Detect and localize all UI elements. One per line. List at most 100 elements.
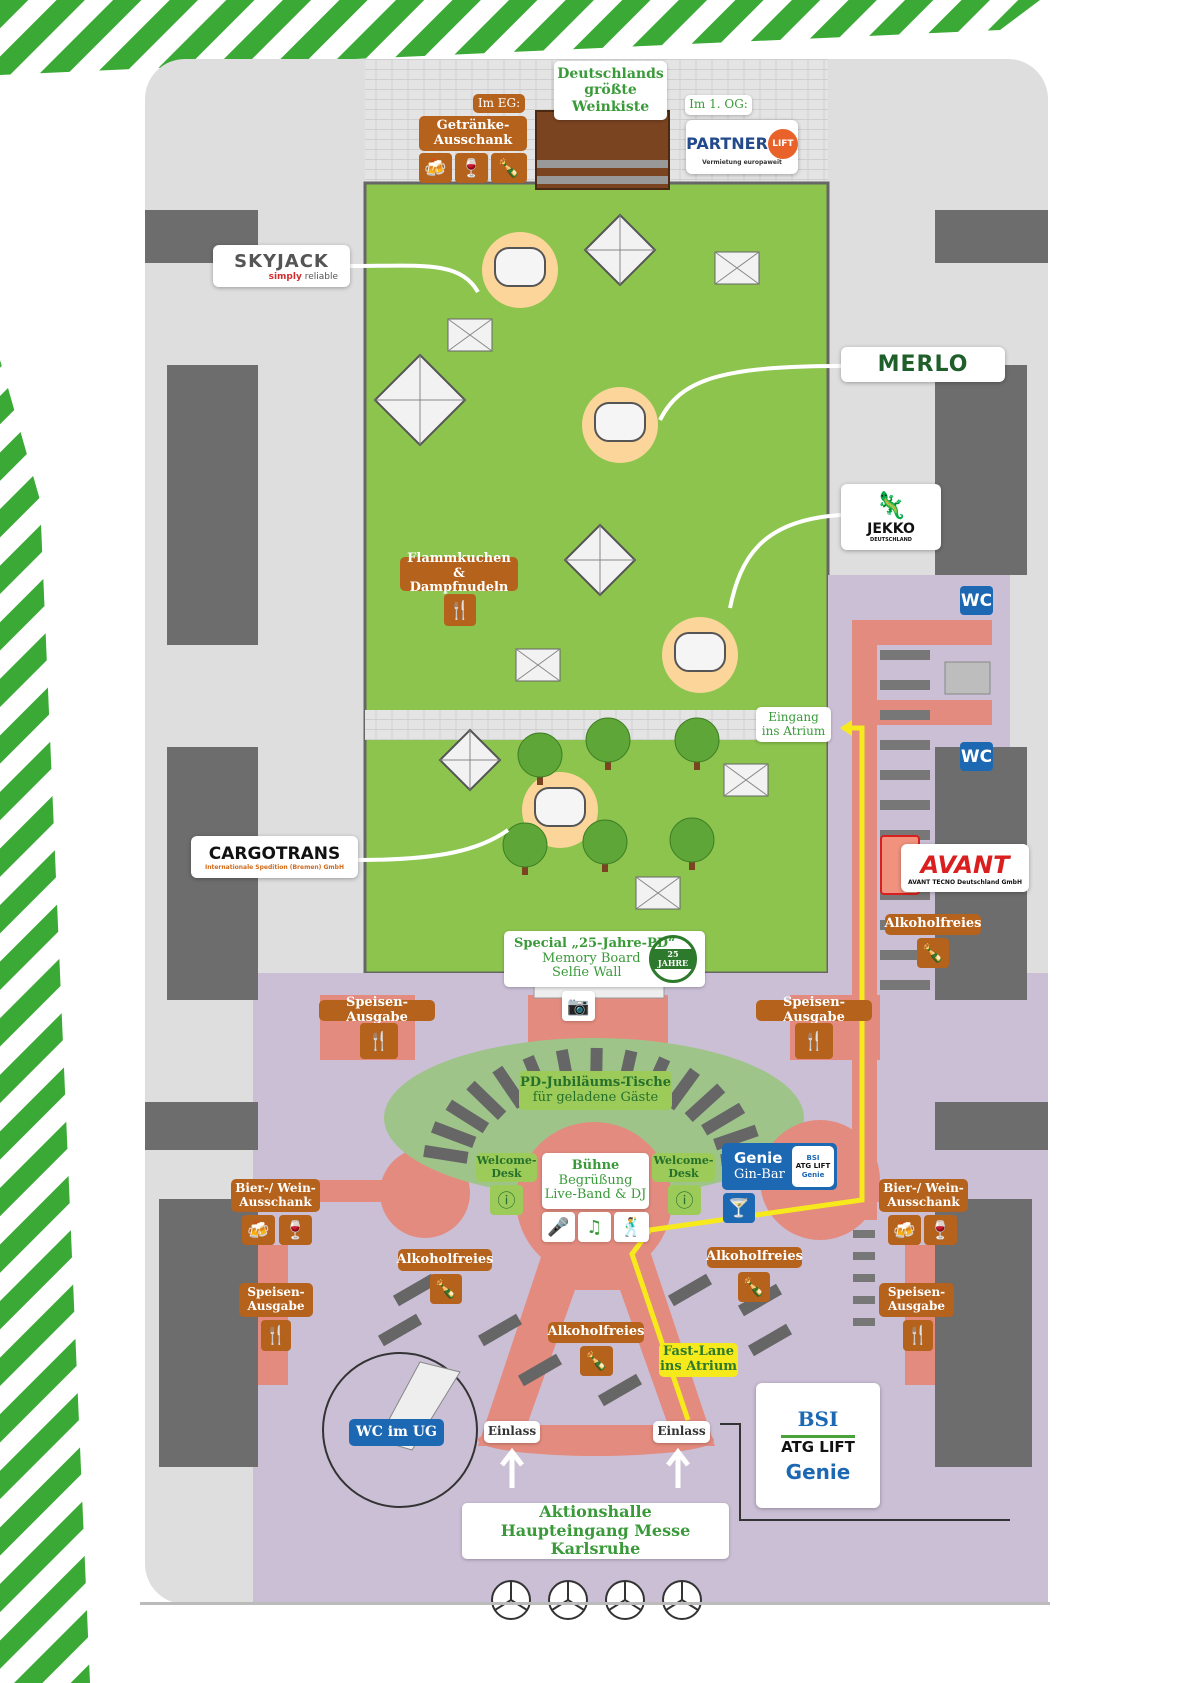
table xyxy=(880,890,930,900)
bottles-icon: 🍾 xyxy=(491,153,527,183)
covered-wagon xyxy=(674,632,726,672)
tree xyxy=(669,817,715,863)
table xyxy=(880,650,930,660)
logo-text: MERLO xyxy=(877,352,969,377)
table xyxy=(684,1083,726,1122)
table xyxy=(701,1102,746,1136)
logo-text: ATG LIFT xyxy=(781,1435,855,1456)
label-line: Welcome- xyxy=(476,1153,537,1167)
tent-seam xyxy=(565,525,635,595)
logo-tagline: Vermietung europaweit xyxy=(702,158,782,166)
parasol-cross xyxy=(723,763,769,797)
dancer-icon: 🕺 xyxy=(614,1212,649,1242)
tent xyxy=(373,353,467,447)
alkoholfreies-label: Alkoholfreies xyxy=(397,1249,494,1271)
label-line: Live-Band & DJ xyxy=(544,1187,647,1203)
label-line: ins Atrium xyxy=(659,1359,738,1374)
wine-glass-icon: 🍷 xyxy=(924,1215,957,1245)
logo-text: Genie xyxy=(801,1170,825,1179)
bier-wein-ausschank-label: Bier-/ Wein-Ausschank xyxy=(231,1179,320,1212)
speisen-ausgabe-label: Speisen-Ausgabe xyxy=(756,995,872,1024)
parasol-cross xyxy=(447,318,493,352)
wc-sign: WC xyxy=(960,586,993,615)
alkoholfreies-label: Alkoholfreies xyxy=(885,914,982,935)
welcome-desk-label: Welcome-Desk xyxy=(652,1153,715,1182)
table xyxy=(392,1273,438,1307)
einlass-label: Einlass xyxy=(653,1421,710,1443)
plate-cutlery-icon: 🍴 xyxy=(795,1023,833,1059)
table xyxy=(492,1065,528,1109)
walkways xyxy=(258,620,992,1385)
logo-text: PARTNER xyxy=(686,134,768,153)
fast-lane-route xyxy=(629,725,865,1421)
welcome-desk-label: Welcome-Desk xyxy=(476,1153,537,1182)
table xyxy=(430,1121,477,1149)
label-line: Speisen- xyxy=(247,1285,305,1300)
label-line: Ausschank xyxy=(239,1194,312,1209)
park-decor xyxy=(373,213,769,910)
wine-glass-icon: 🍷 xyxy=(279,1215,312,1245)
music-note-icon: ♫ xyxy=(578,1212,611,1242)
label-line: Welcome- xyxy=(653,1153,714,1167)
tent-seam xyxy=(375,355,465,445)
stairwell-circle xyxy=(322,1352,478,1508)
table xyxy=(423,1144,469,1164)
parasol-cross xyxy=(714,251,760,285)
gray-pad xyxy=(944,661,991,695)
stripes-top xyxy=(0,0,1040,75)
merlo-logo[interactable]: MERLO xyxy=(841,347,1005,382)
label-line: Desk xyxy=(491,1166,522,1180)
speisen-ausgabe-label: Speisen-Ausgabe xyxy=(879,1283,954,1317)
covered-wagon xyxy=(534,787,586,827)
label-line: Ausgabe xyxy=(888,1299,945,1313)
label-line: Bier-/ Wein- xyxy=(235,1180,316,1195)
tent-seam xyxy=(585,215,655,285)
label-line: Flammkuchen & xyxy=(407,550,511,581)
logo-tagline: reliable xyxy=(301,271,338,282)
label-line: Eingang xyxy=(768,709,819,724)
bottles-icon: 🍾 xyxy=(430,1274,462,1304)
label-line: Ausgabe xyxy=(247,1299,305,1313)
camera-icon: 📷 xyxy=(562,991,595,1021)
table xyxy=(377,1313,423,1347)
stripes-left xyxy=(0,360,90,1683)
tent xyxy=(438,728,502,792)
logo-badge: LIFT xyxy=(767,128,798,159)
table xyxy=(880,740,930,750)
getraenke-ausschank-label: Getränke-Ausschank xyxy=(419,116,527,151)
label-line: Desk xyxy=(668,1166,699,1180)
logo-text: BSI xyxy=(806,1154,820,1163)
special-title: Special „25-Jahre-PD“ xyxy=(514,935,676,951)
logo-tagline: simply xyxy=(268,271,302,282)
cocktail-icon: 🍸 xyxy=(723,1193,755,1223)
einlass-label: Einlass xyxy=(484,1421,540,1443)
label-line: PD-Jubiläums-Tische xyxy=(519,1074,672,1090)
wc-im-ug-label: WC im UG xyxy=(349,1419,444,1446)
plate-cutlery-icon: 🍴 xyxy=(261,1320,291,1351)
logo-text: JEKKO xyxy=(867,521,915,537)
tent xyxy=(563,523,637,597)
tree xyxy=(582,819,628,865)
flammkuchen-label: Flammkuchen &Dampfnudeln xyxy=(400,551,518,595)
entrance-arrows xyxy=(500,1447,690,1488)
covered-wagon xyxy=(594,402,646,442)
logo-text: ATG LIFT xyxy=(795,1162,831,1171)
label-line: Begrüßung xyxy=(558,1172,633,1188)
label-line: ins Atrium xyxy=(761,723,826,738)
im-eg-label: Im EG: xyxy=(473,94,525,113)
table xyxy=(445,1099,490,1134)
